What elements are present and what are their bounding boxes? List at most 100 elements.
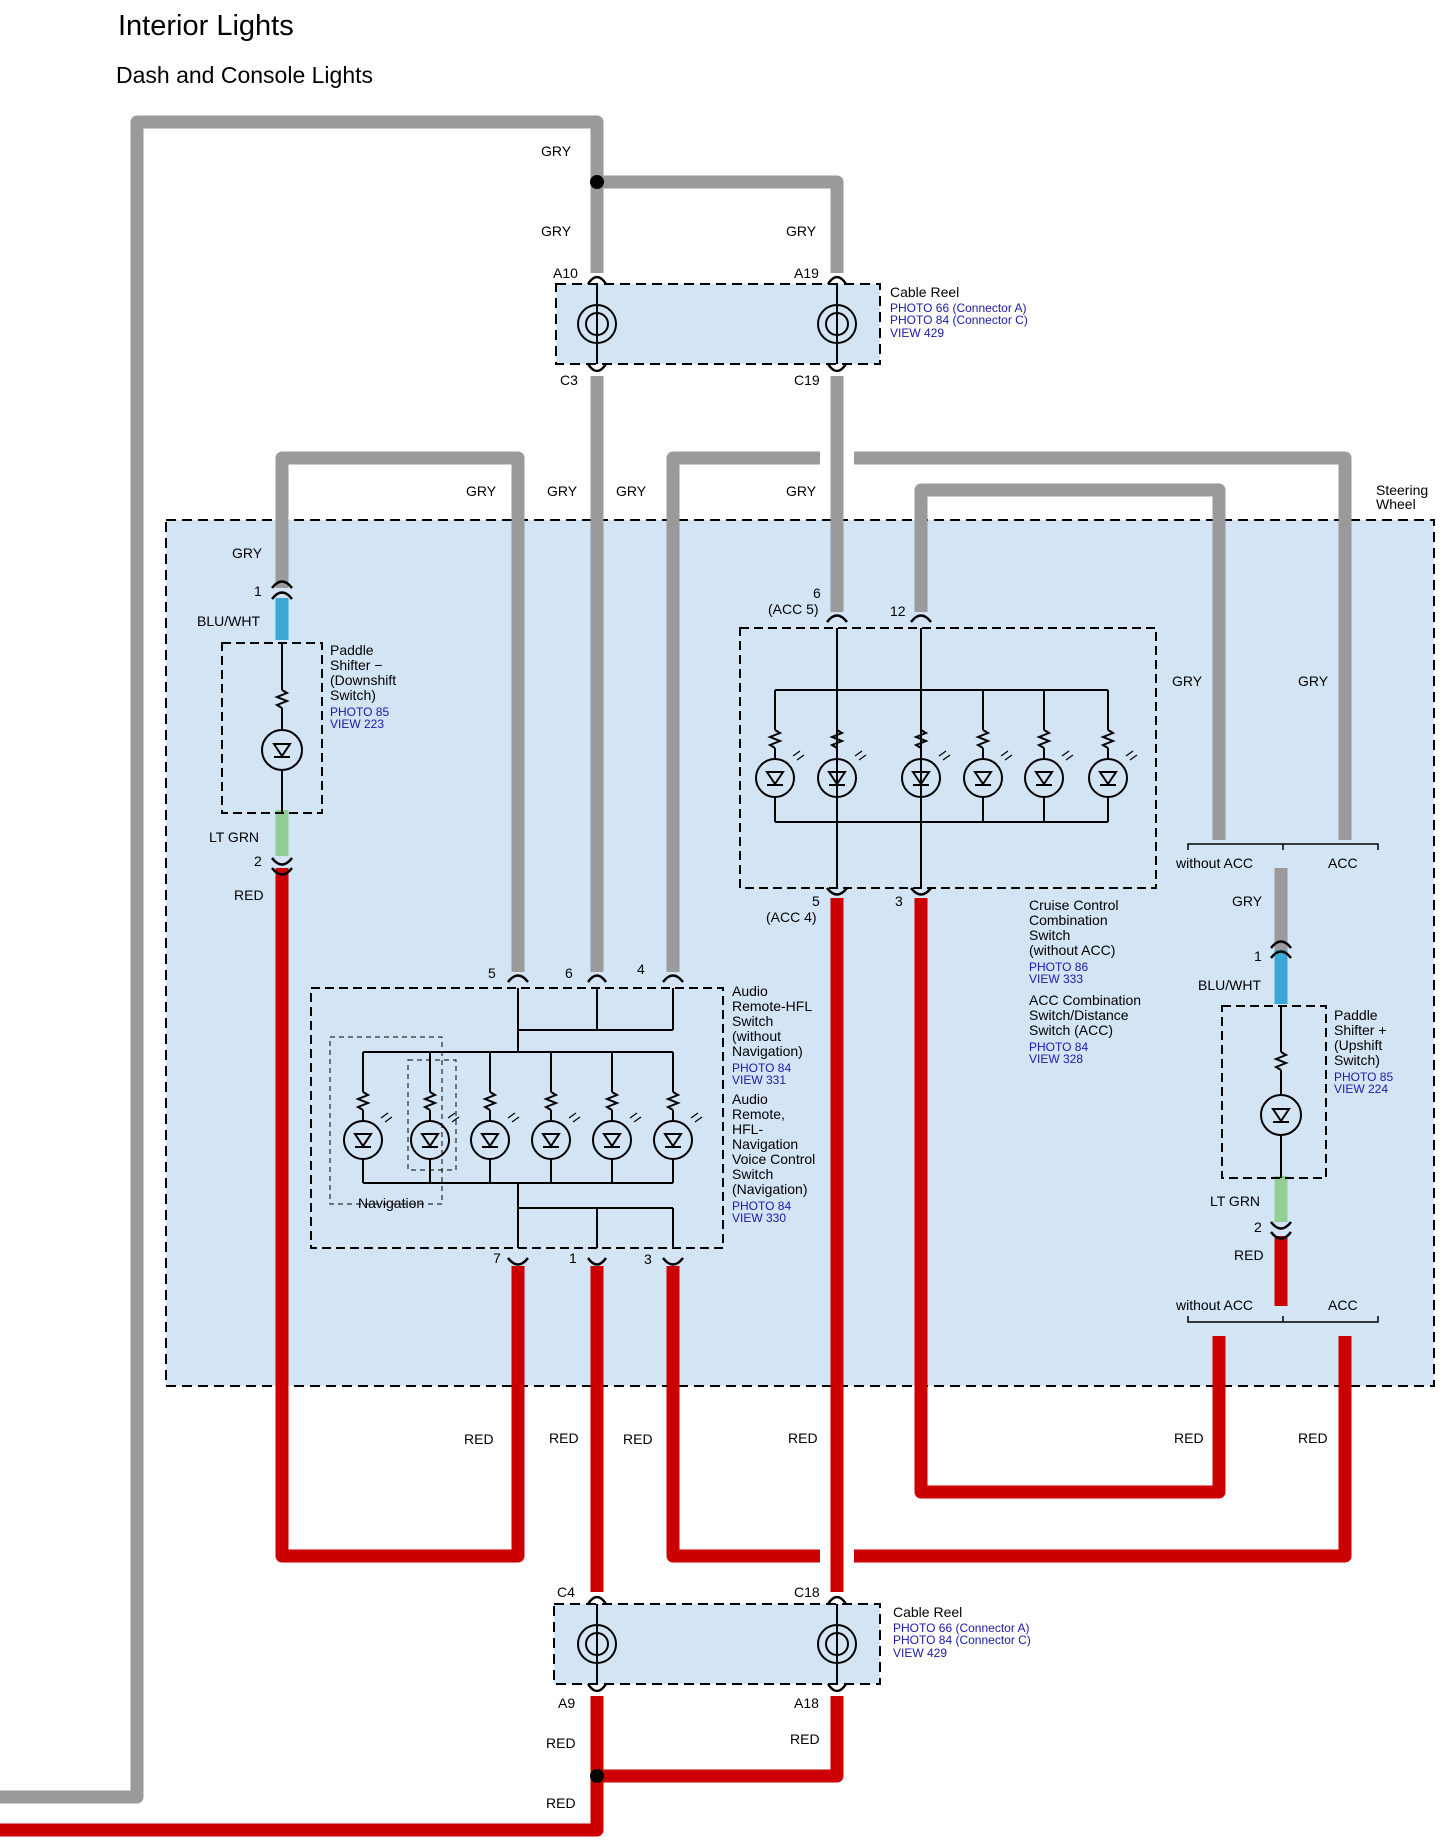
pin-label: 5: [812, 893, 820, 909]
cable-reel-pin-labels: A10 A19 C3 C19 C4 C18 A9 A18: [553, 265, 820, 1711]
cable-reel-name: Cable Reel: [893, 1604, 962, 1620]
lamp-icon: [592, 1052, 642, 1183]
pin-label: 1: [1254, 948, 1262, 964]
component-ref: PHOTO 84: [732, 1199, 791, 1213]
pin-label: A19: [794, 265, 819, 281]
lamp-icon: [531, 1052, 581, 1183]
pin-label: 1: [254, 583, 262, 599]
lamp-icon: [470, 1052, 520, 1183]
red-wires: [0, 868, 1352, 1837]
wire-label-gry: GRY: [616, 483, 647, 499]
wire-label-red: RED: [464, 1431, 494, 1447]
component-label: Navigation): [732, 1043, 803, 1059]
wire-label-red: RED: [1234, 1247, 1264, 1263]
wire-label-blu-wht: BLU/WHT: [1198, 977, 1261, 993]
component-label: Audio: [732, 1091, 768, 1107]
pin-label: 3: [644, 1251, 652, 1267]
pin-label: 6: [813, 585, 821, 601]
wire-label-lt-grn: LT GRN: [1210, 1193, 1260, 1209]
wire-label-gry: GRY: [1172, 673, 1203, 689]
label-without-acc: without ACC: [1175, 855, 1253, 871]
gray-wire-labels: GRY GRY GRY GRY GRY GRY GRY GRY GRY GRY …: [232, 143, 1329, 909]
component-label: Switch (ACC): [1029, 1022, 1113, 1038]
gray-wires: [0, 115, 1352, 1804]
pin-label: 3: [895, 893, 903, 909]
wire-label-red: RED: [790, 1731, 820, 1747]
audio-switch-circuit: [363, 988, 674, 1248]
component-label: Switch): [1334, 1052, 1380, 1068]
splice-bottom: [590, 1769, 604, 1783]
paddle-minus-label: 1 2 Paddle Shifter − (Downshift Switch) …: [254, 583, 396, 869]
wire-label-gry: GRY: [1298, 673, 1329, 689]
lamp-icon: [755, 690, 805, 822]
pin-label: 12: [890, 603, 906, 619]
component-ref: VIEW 223: [330, 717, 384, 731]
wire-label-gry: GRY: [786, 483, 817, 499]
wire-label-gry: GRY: [541, 143, 572, 159]
label-acc: ACC: [1328, 855, 1358, 871]
wire-label-red: RED: [546, 1795, 576, 1811]
pin-label: A18: [794, 1695, 819, 1711]
component-label: Combination: [1029, 912, 1108, 928]
cable-reel-spirals: [577, 284, 857, 1684]
component-label: Paddle: [1334, 1007, 1378, 1023]
pin-label: 5: [488, 965, 496, 981]
component-label: Switch): [330, 687, 376, 703]
lamp-icon: [1024, 690, 1074, 822]
cable-reel-bottom-label: Cable Reel PHOTO 66 (Connector A) PHOTO …: [893, 1604, 1031, 1660]
lamp-icon: [817, 690, 867, 822]
component-label: Paddle: [330, 642, 374, 658]
cruise-switch-box: [739, 627, 1157, 889]
cable-reel-ref: PHOTO 84 (Connector C): [890, 313, 1028, 327]
pin-label: 2: [1254, 1219, 1262, 1235]
pin-label: C4: [557, 1584, 575, 1600]
wire-label-lt-grn: LT GRN: [209, 829, 259, 845]
lamp-icon: [410, 1052, 460, 1183]
pin-label: C18: [794, 1584, 820, 1600]
wire-label-gry: GRY: [541, 223, 572, 239]
component-label: Shifter +: [1334, 1022, 1387, 1038]
component-ref: VIEW 328: [1029, 1052, 1083, 1066]
component-label: Remote-HFL: [732, 998, 812, 1014]
paddle-lamps: [261, 643, 1302, 1178]
paddle-minus-box: [221, 642, 323, 814]
page-subtitle: Dash and Console Lights: [116, 62, 373, 88]
wire-label-red: RED: [234, 887, 264, 903]
pin-label: 7: [493, 1250, 501, 1266]
component-ref: PHOTO 84: [1029, 1040, 1088, 1054]
component-label: HFL-: [732, 1121, 763, 1137]
component-ref: VIEW 224: [1334, 1082, 1388, 1096]
component-label: Switch: [732, 1013, 773, 1029]
component-ref: PHOTO 85: [1334, 1070, 1393, 1084]
wire-label-red: RED: [623, 1431, 653, 1447]
component-label: Remote,: [732, 1106, 785, 1122]
lamp-icon: [653, 1052, 703, 1183]
cruise-switch-label: 6 (ACC 5) 12 5 (ACC 4) 3 Cruise Control …: [766, 585, 1141, 1066]
cable-reel-ref: VIEW 429: [893, 1646, 947, 1660]
lamp-icon: [901, 690, 951, 822]
component-label: (Navigation): [732, 1181, 807, 1197]
component-label: (without ACC): [1029, 942, 1115, 958]
connector-terminals: [271, 275, 1292, 1693]
pin-label: A10: [553, 265, 578, 281]
component-ref: VIEW 333: [1029, 972, 1083, 986]
steering-wheel-label: Steering: [1376, 482, 1428, 498]
lamp-icon: [343, 1052, 393, 1183]
red-wire-labels: RED RED RED RED RED RED RED RED RED RED …: [234, 887, 1328, 1811]
other-wire-labels: BLU/WHT LT GRN BLU/WHT LT GRN without AC…: [197, 613, 1358, 1313]
splice-top: [590, 175, 604, 189]
paddle-plus-label: 1 2 Paddle Shifter + (Upshift Switch) PH…: [1254, 948, 1393, 1235]
navigation-label: Navigation: [358, 1195, 424, 1211]
component-label: (Downshift: [330, 672, 396, 688]
cable-reel-bottom: [553, 1603, 881, 1685]
pin-label: 1: [569, 1250, 577, 1266]
component-label: Voice Control: [732, 1151, 815, 1167]
component-label: Audio: [732, 983, 768, 999]
audio-lamps: [343, 1052, 703, 1183]
component-label: Shifter −: [330, 657, 383, 673]
component-label: Switch: [732, 1166, 773, 1182]
component-label: (Upshift: [1334, 1037, 1382, 1053]
cable-reel-ref: PHOTO 66 (Connector A): [890, 301, 1027, 315]
component-ref: PHOTO 85: [330, 705, 389, 719]
